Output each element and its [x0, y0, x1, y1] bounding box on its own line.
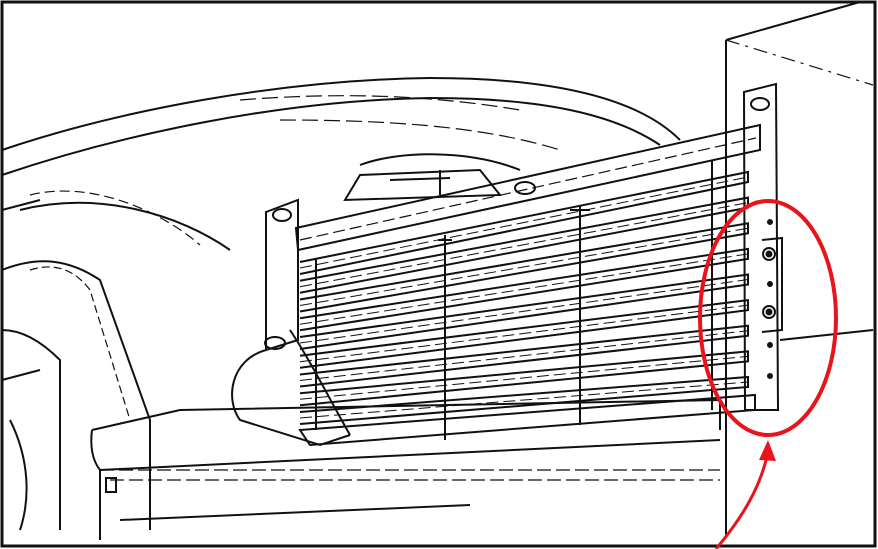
louver-slat-edge — [299, 176, 749, 269]
louver-slat-edge — [299, 304, 749, 363]
louver-slat-edge — [299, 253, 749, 325]
mounting-bracket — [761, 219, 783, 379]
louver-slat-edge — [299, 330, 749, 381]
side-box — [725, 1, 874, 535]
bed-rail — [90, 398, 721, 540]
louver-slat — [299, 170, 749, 275]
louver-slats — [299, 170, 749, 430]
louver-slat — [299, 222, 749, 313]
cab-roof — [1, 76, 681, 251]
cab-pillar — [1, 260, 151, 531]
louver-slat-edge — [299, 227, 749, 306]
bolt-bottom — [762, 305, 776, 319]
louver-slat-edge — [299, 381, 749, 419]
bolt-top — [762, 247, 776, 261]
louver-slat-edge — [299, 355, 749, 400]
callout-ellipse — [698, 199, 838, 437]
callout-arrowhead — [759, 440, 776, 461]
callout-arrow — [714, 451, 770, 549]
louver-slat — [299, 196, 749, 294]
callout — [698, 199, 838, 549]
louver-slat-edge — [299, 279, 749, 344]
louver-slat-edge — [299, 202, 749, 288]
